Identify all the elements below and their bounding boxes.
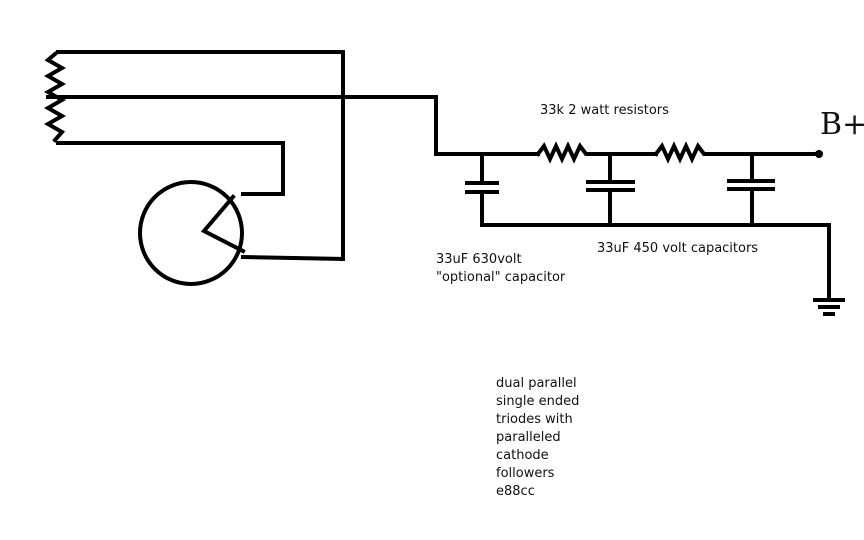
capacitor-630-label-line1: 33uF 630volt (436, 252, 522, 267)
bplus-label: B+ (820, 107, 864, 142)
wire-tube-out (240, 254, 346, 262)
wire-grid (56, 141, 285, 196)
notes-text: dual parallel single ended triodes with … (496, 375, 579, 501)
notes-line: triodes with (496, 412, 573, 427)
resistor-2 (653, 141, 820, 164)
notes-line: e88cc (496, 484, 535, 499)
wire-ground-rail (480, 223, 831, 302)
notes-line: dual parallel (496, 376, 577, 391)
notes-line: followers (496, 466, 555, 481)
capacitor-630-label: 33uF 630volt "optional" capacitor (436, 251, 565, 287)
notes-line: single ended (496, 394, 580, 409)
capacitor-630-label-line2: "optional" capacitor (436, 270, 566, 285)
wire-signal (46, 95, 540, 156)
capacitors-450-label: 33uF 450 volt capacitors (597, 241, 759, 256)
tube-element (200, 194, 246, 254)
tube-envelope (138, 180, 244, 286)
resistors-label: 33k 2 watt resistors (540, 103, 669, 118)
bplus-terminal-dot (815, 150, 823, 158)
notes-line: paralleled (496, 430, 561, 445)
resistor-1 (535, 141, 614, 164)
notes-line: cathode (496, 448, 549, 463)
wire-top-loop (56, 50, 345, 261)
